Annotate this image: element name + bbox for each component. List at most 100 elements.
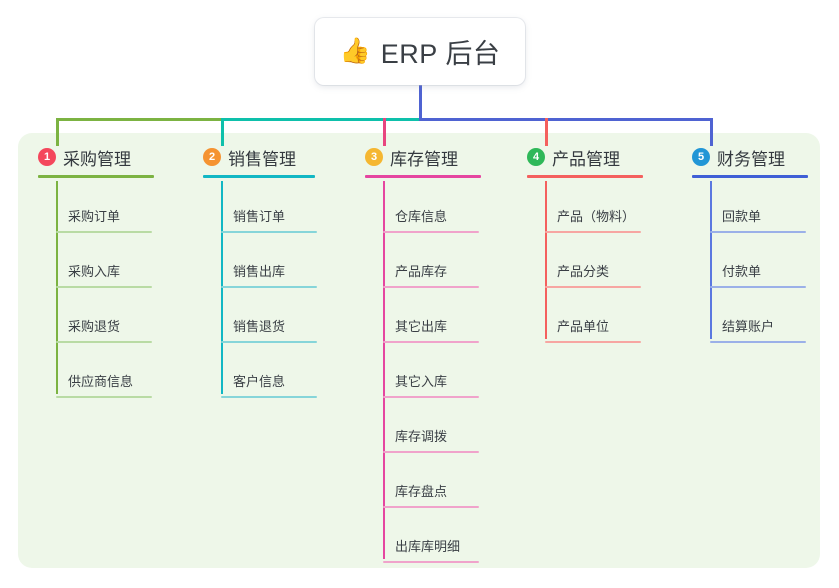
column-header-3[interactable]: 3 库存管理 [365, 146, 481, 169]
leaf-item[interactable]: 产品库存 [383, 261, 479, 288]
leaf-label: 产品库存 [395, 264, 448, 279]
leaf-underline [383, 561, 479, 563]
thumbs-up-icon: 👍 [339, 37, 371, 65]
column-index-badge: 4 [527, 148, 545, 166]
leaf-underline [56, 286, 152, 288]
leaf-label: 付款单 [722, 264, 762, 279]
leaf-item[interactable]: 产品分类 [545, 261, 641, 288]
leaf-underline [710, 341, 806, 343]
leaf-item[interactable]: 库存调拨 [383, 426, 479, 453]
leaf-underline [221, 231, 317, 233]
leaf-item[interactable]: 回款单 [710, 206, 806, 233]
leaf-underline [383, 341, 479, 343]
column-index-badge: 3 [365, 148, 383, 166]
column-header-2[interactable]: 2 销售管理 [203, 146, 315, 169]
leaf-underline [56, 231, 152, 233]
column-spine [710, 181, 712, 339]
leaf-item[interactable]: 结算账户 [710, 316, 806, 343]
leaf-label: 产品（物料） [557, 209, 636, 224]
column-underline [365, 175, 481, 178]
leaf-item[interactable]: 销售退货 [221, 316, 317, 343]
connector-bar-left [56, 118, 224, 121]
leaf-item[interactable]: 采购退货 [56, 316, 152, 343]
leaf-underline [710, 231, 806, 233]
column-index-badge: 2 [203, 148, 221, 166]
leaf-label: 其它入库 [395, 374, 448, 389]
leaf-underline [383, 231, 479, 233]
column-3: 3 库存管理 [365, 146, 481, 178]
leaf-underline [710, 286, 806, 288]
leaf-label: 出库库明细 [395, 539, 461, 554]
connector-drop-2 [221, 118, 224, 146]
leaf-underline [383, 396, 479, 398]
column-header-1[interactable]: 1 采购管理 [38, 146, 154, 169]
leaf-underline [545, 231, 641, 233]
root-trunk-line [419, 85, 422, 121]
leaf-item[interactable]: 出库库明细 [383, 536, 479, 563]
column-title: 财务管理 [717, 149, 785, 169]
leaf-underline [383, 451, 479, 453]
leaf-label: 库存盘点 [395, 484, 448, 499]
connector-bar-right [419, 118, 713, 121]
leaf-label: 其它出库 [395, 319, 448, 334]
leaf-item[interactable]: 供应商信息 [56, 371, 152, 398]
leaf-item[interactable]: 库存盘点 [383, 481, 479, 508]
column-spine [545, 181, 547, 339]
column-index-badge: 5 [692, 148, 710, 166]
column-spine [383, 181, 385, 559]
leaf-underline [56, 396, 152, 398]
column-header-5[interactable]: 5 财务管理 [692, 146, 808, 169]
leaf-label: 产品单位 [557, 319, 610, 334]
column-header-4[interactable]: 4 产品管理 [527, 146, 643, 169]
column-title: 产品管理 [552, 149, 620, 169]
leaf-item[interactable]: 产品单位 [545, 316, 641, 343]
leaf-label: 采购退货 [68, 319, 121, 334]
column-title: 采购管理 [63, 149, 131, 169]
column-title: 库存管理 [390, 149, 458, 169]
leaf-label: 采购入库 [68, 264, 121, 279]
leaf-item[interactable]: 仓库信息 [383, 206, 479, 233]
leaf-underline [221, 341, 317, 343]
leaf-label: 仓库信息 [395, 209, 448, 224]
leaf-label: 供应商信息 [68, 374, 134, 389]
column-underline [203, 175, 315, 178]
root-node[interactable]: 👍 ERP 后台 [315, 18, 525, 85]
leaf-underline [383, 506, 479, 508]
leaf-item[interactable]: 销售出库 [221, 261, 317, 288]
connector-drop-4 [545, 118, 548, 146]
leaf-item[interactable]: 其它入库 [383, 371, 479, 398]
column-underline [527, 175, 643, 178]
leaf-label: 客户信息 [233, 374, 286, 389]
leaf-item[interactable]: 采购订单 [56, 206, 152, 233]
leaf-underline [383, 286, 479, 288]
leaf-label: 结算账户 [722, 319, 775, 334]
leaf-item[interactable]: 产品（物料） [545, 206, 641, 233]
leaf-label: 销售退货 [233, 319, 286, 334]
column-underline [38, 175, 154, 178]
column-index-badge: 1 [38, 148, 56, 166]
leaf-underline [545, 341, 641, 343]
leaf-label: 产品分类 [557, 264, 610, 279]
leaf-underline [221, 396, 317, 398]
leaf-label: 销售订单 [233, 209, 286, 224]
leaf-label: 回款单 [722, 209, 762, 224]
leaf-item[interactable]: 客户信息 [221, 371, 317, 398]
connector-bar-mid [221, 118, 422, 121]
leaf-item[interactable]: 其它出库 [383, 316, 479, 343]
leaf-label: 采购订单 [68, 209, 121, 224]
column-title: 销售管理 [228, 149, 296, 169]
diagram-background-panel [18, 133, 820, 568]
column-4: 4 产品管理 [527, 146, 643, 178]
column-2: 2 销售管理 [203, 146, 315, 178]
column-1: 1 采购管理 [38, 146, 154, 178]
connector-drop-1 [56, 118, 59, 146]
leaf-item[interactable]: 采购入库 [56, 261, 152, 288]
column-5: 5 财务管理 [692, 146, 808, 178]
leaf-item[interactable]: 销售订单 [221, 206, 317, 233]
leaf-underline [56, 341, 152, 343]
connector-drop-3 [383, 118, 386, 146]
leaf-underline [545, 286, 641, 288]
leaf-label: 销售出库 [233, 264, 286, 279]
leaf-item[interactable]: 付款单 [710, 261, 806, 288]
